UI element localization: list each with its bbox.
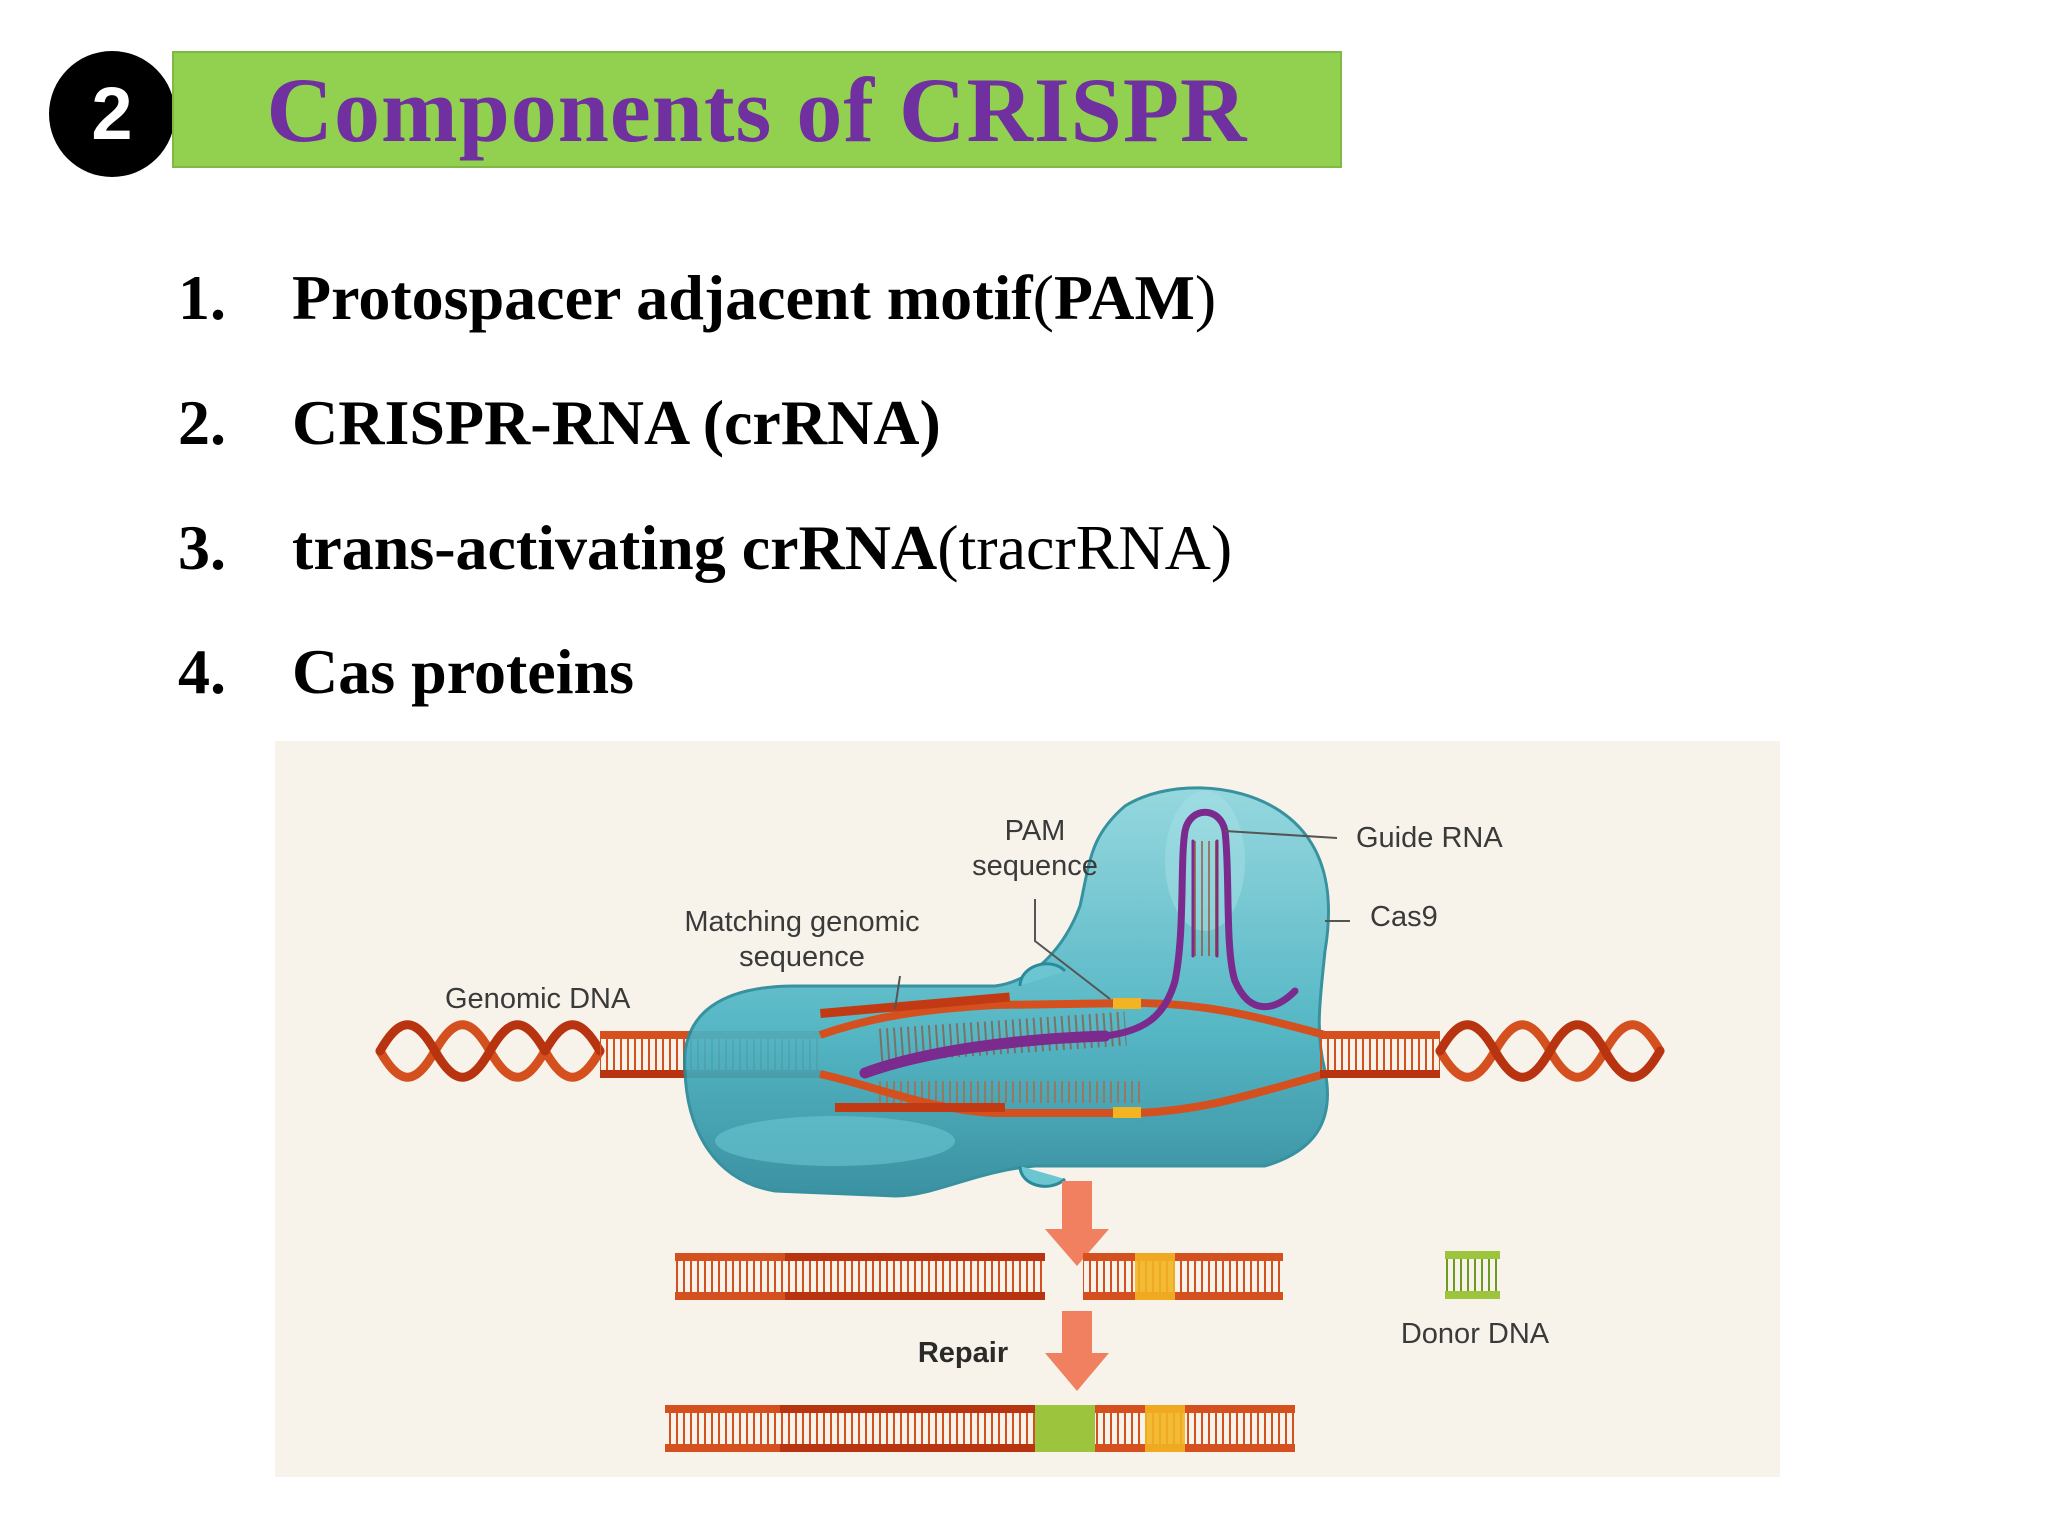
list-abbr: PAM xyxy=(1053,262,1195,333)
list-text: Cas proteins xyxy=(292,636,634,707)
genomic-dna-label: Genomic DNA xyxy=(445,983,631,1015)
cut-arrow xyxy=(1045,1181,1109,1266)
label-leaders xyxy=(894,830,1350,1010)
donor-dna-label: Donor DNA xyxy=(1401,1318,1550,1350)
cut-dna-left xyxy=(675,1253,1045,1300)
donor-dna xyxy=(1445,1251,1500,1299)
list-paren-close: ) xyxy=(1194,262,1217,333)
slide-title: Components of CRISPR xyxy=(266,58,1248,161)
matching-label-line1: Matching genomic xyxy=(684,906,919,938)
genomic-dna-helix-left xyxy=(375,1020,605,1082)
list-number: 1. xyxy=(178,262,226,333)
cut-dna-right xyxy=(1083,1253,1283,1300)
list-number: 2. xyxy=(178,387,226,458)
list-item: 2. CRISPR-RNA (crRNA) xyxy=(178,383,941,463)
matching-label-line2: sequence xyxy=(739,941,865,973)
inserted-donor-segment xyxy=(1035,1405,1095,1452)
list-text: trans-activating crRNA xyxy=(292,512,938,583)
guide-rna-label: Guide RNA xyxy=(1356,822,1503,854)
list-item: 1. Protospacer adjacent motif (PAM) xyxy=(178,258,1216,338)
list-item: 3. trans-activating crRNA (tracrRNA) xyxy=(178,508,1232,588)
list-number: 3. xyxy=(178,512,226,583)
title-banner: Components of CRISPR xyxy=(172,51,1342,168)
genomic-dna-helix-right xyxy=(1435,1020,1665,1082)
cas9-label: Cas9 xyxy=(1370,901,1438,933)
pam-site-bottom xyxy=(1113,1107,1141,1118)
genomic-dna-ladder-right xyxy=(1320,1031,1440,1078)
list-abbr: (tracrRNA) xyxy=(937,512,1233,583)
pam-label-line2: sequence xyxy=(972,850,1098,882)
list-number: 4. xyxy=(178,636,226,707)
list-item: 4. Cas proteins xyxy=(178,632,634,712)
repair-arrow xyxy=(1045,1311,1109,1391)
repair-label: Repair xyxy=(918,1337,1008,1369)
section-number: 2 xyxy=(91,72,133,155)
pam-label-line1: PAM xyxy=(1005,815,1066,847)
guide-rna xyxy=(859,808,1299,1079)
list-text: CRISPR-RNA (crRNA) xyxy=(292,387,941,458)
crispr-cas9-diagram: PAM sequence Guide RNA Cas9 Matching gen… xyxy=(275,741,1780,1477)
section-number-badge: 2 xyxy=(49,51,175,177)
pam-site-top xyxy=(1113,998,1141,1009)
list-text: Protospacer adjacent motif xyxy=(292,262,1033,333)
repaired-dna xyxy=(665,1405,1295,1452)
list-paren-open: ( xyxy=(1032,262,1054,333)
